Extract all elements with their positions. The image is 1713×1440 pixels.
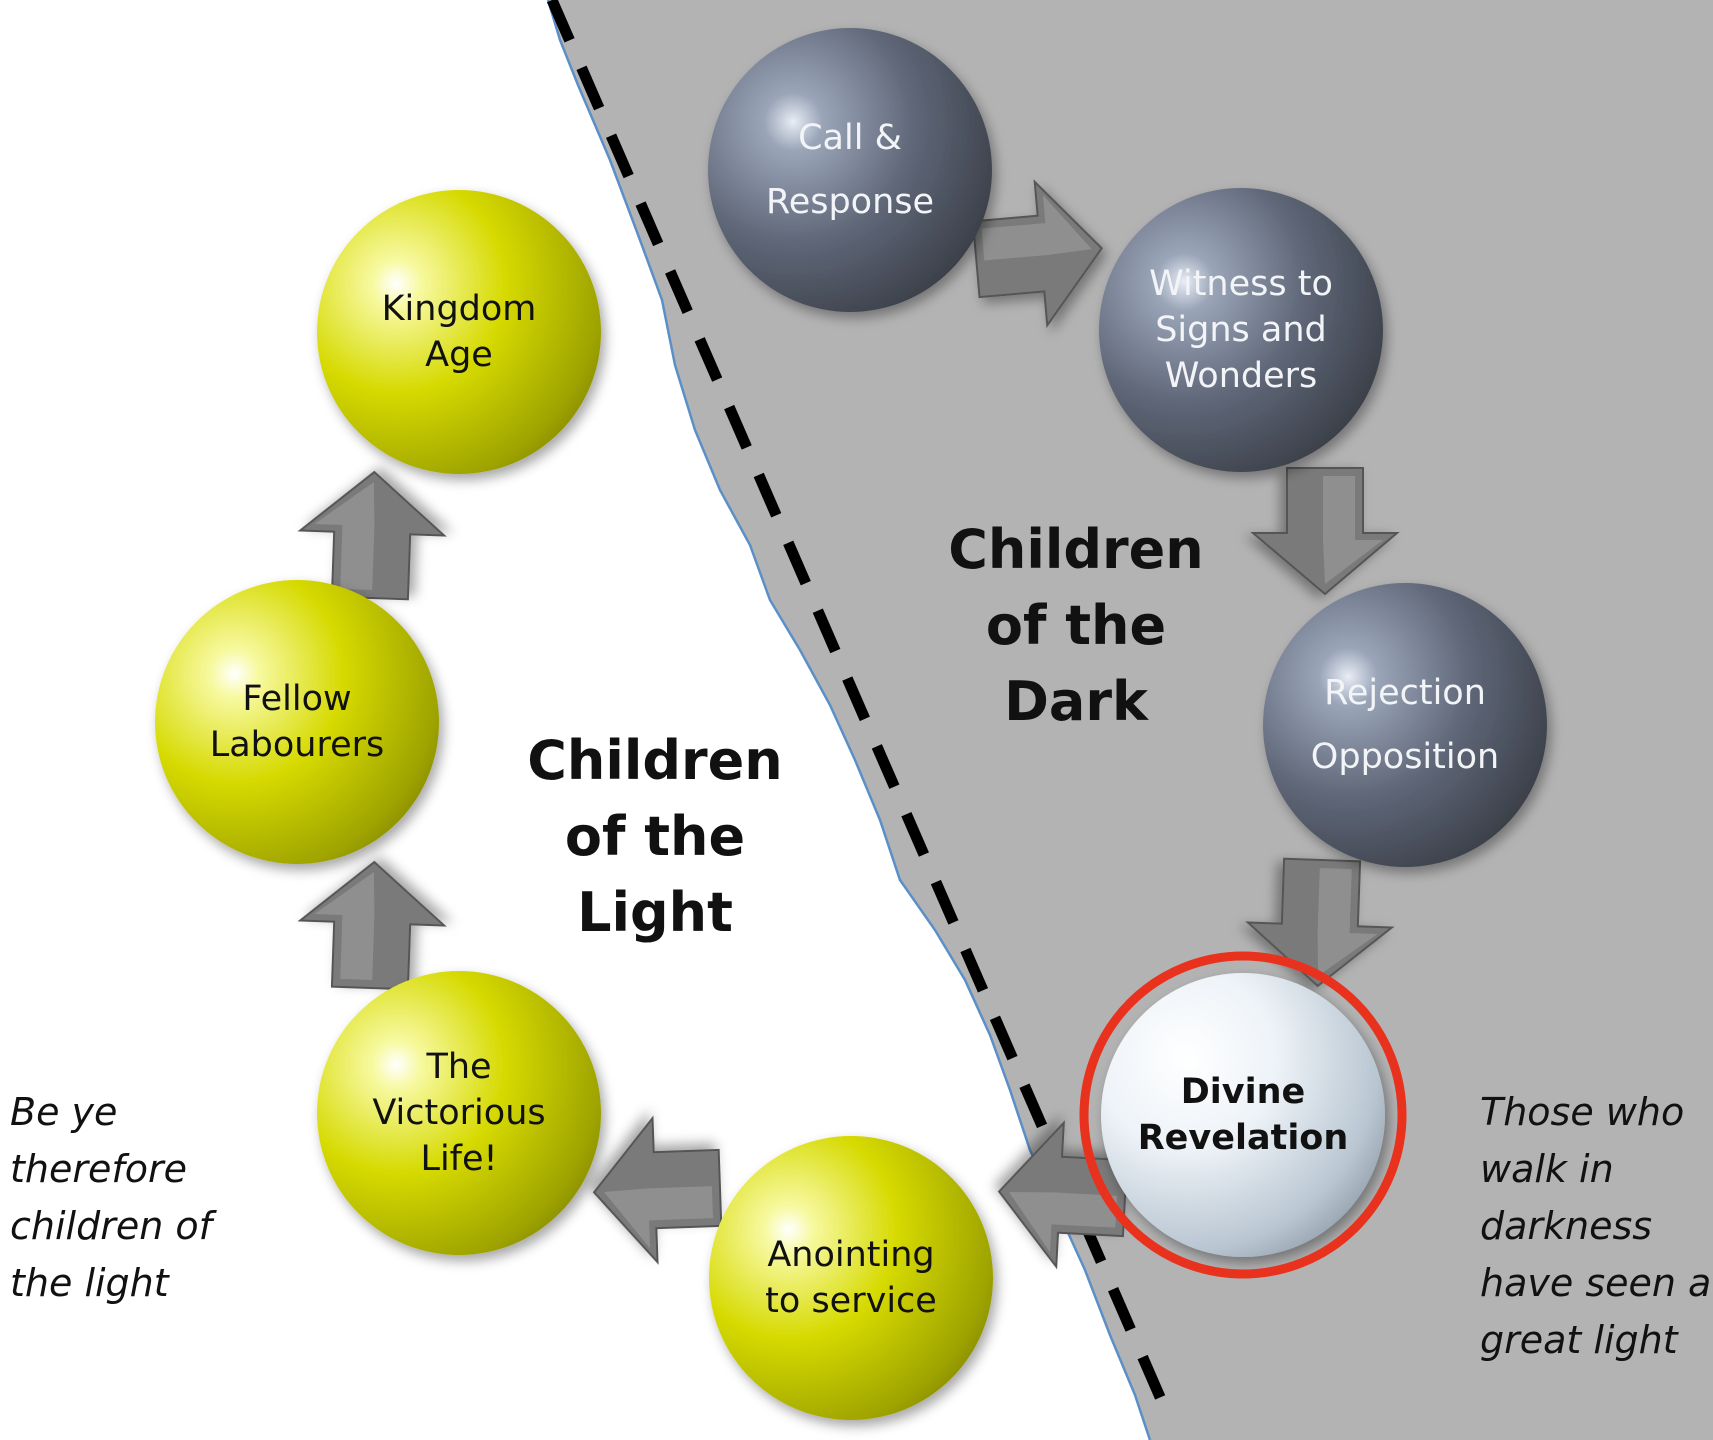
- stage-label-line: Divine: [1180, 1072, 1306, 1112]
- stage-spheres: [155, 28, 1547, 1420]
- stage-label-line: Fellow: [242, 679, 352, 719]
- stage-label-line: Age: [425, 335, 493, 375]
- quote-line: therefore: [10, 1147, 187, 1191]
- flow-arrows: [297, 179, 1400, 1270]
- region-title-line: Children: [527, 729, 783, 792]
- highlight-ring: [1079, 951, 1407, 1279]
- flow-arrow: [1245, 857, 1395, 988]
- flow-arrow: [971, 179, 1104, 329]
- stage-label-fellow-labourers: Fellow Labourers: [210, 676, 385, 768]
- flow-arrow: [592, 1115, 723, 1265]
- stage-label-anointing: Anointing to service: [765, 1232, 937, 1324]
- stage-label-line: Labourers: [209, 725, 385, 765]
- stage-label-call-response: Call & Response: [766, 115, 934, 225]
- quote-right: Those who walk in darkness have seen a g…: [1480, 1084, 1711, 1369]
- quote-line: darkness: [1480, 1204, 1653, 1248]
- region-title-line: Children: [948, 518, 1204, 581]
- stage-label-victorious: The Victorious Life!: [372, 1044, 545, 1182]
- sphere-witness: [1099, 188, 1383, 472]
- region-title-line: of the: [564, 805, 746, 868]
- region-title-line: of the: [985, 594, 1167, 657]
- stage-label-rejection: Rejection Opposition: [1311, 670, 1499, 780]
- flow-arrow: [297, 470, 447, 601]
- stage-label-line: Call &: [798, 118, 902, 158]
- quote-line: the light: [10, 1261, 169, 1305]
- quote-line: walk in: [1480, 1147, 1614, 1191]
- stage-label-divine-revelation: Divine Revelation: [1138, 1069, 1349, 1161]
- sphere-victorious: [317, 971, 601, 1255]
- sphere-kingdom-age: [317, 190, 601, 474]
- stage-label-line: Revelation: [1137, 1118, 1349, 1158]
- stage-label-witness: Witness to Signs and Wonders: [1149, 261, 1333, 399]
- sphere-fellow-labourers: [155, 580, 439, 864]
- stage-label-line: The: [426, 1047, 492, 1087]
- sphere-anointing: [709, 1136, 993, 1420]
- dark-region-background: [548, 0, 1713, 1440]
- stage-label-line: Victorious: [372, 1093, 546, 1133]
- stage-label-line: Opposition: [1310, 737, 1500, 777]
- quote-line: great light: [1480, 1318, 1678, 1362]
- flow-arrow: [1250, 467, 1400, 596]
- region-title-line: Light: [577, 881, 733, 944]
- stage-label-line: Wonders: [1164, 356, 1318, 396]
- quote-line: Those who: [1480, 1090, 1685, 1134]
- stage-label-line: Response: [765, 182, 935, 222]
- quote-line: have seen a: [1480, 1261, 1712, 1305]
- sphere-call-response: [708, 28, 992, 312]
- sphere-divine-revelation: [1101, 973, 1385, 1257]
- stage-label-line: Signs and: [1155, 310, 1327, 350]
- flow-arrow: [297, 860, 447, 991]
- region-title-line: Dark: [1004, 670, 1148, 733]
- sphere-rejection: [1263, 583, 1547, 867]
- region-title-dark: Children of the Dark: [948, 512, 1203, 740]
- stage-label-line: Life!: [420, 1139, 498, 1179]
- stage-label-line: Rejection: [1324, 673, 1486, 713]
- stage-label-line: Witness to: [1149, 264, 1333, 304]
- quote-line: children of: [10, 1204, 213, 1248]
- stage-label-line: Kingdom: [381, 289, 537, 329]
- quote-left: Be ye therefore children of the light: [10, 1084, 212, 1312]
- stage-label-line: to service: [765, 1281, 937, 1321]
- stage-label-line: Anointing: [767, 1235, 935, 1275]
- stage-label-kingdom-age: Kingdom Age: [382, 286, 537, 378]
- quote-line: Be ye: [10, 1090, 118, 1134]
- region-title-light: Children of the Light: [527, 723, 782, 951]
